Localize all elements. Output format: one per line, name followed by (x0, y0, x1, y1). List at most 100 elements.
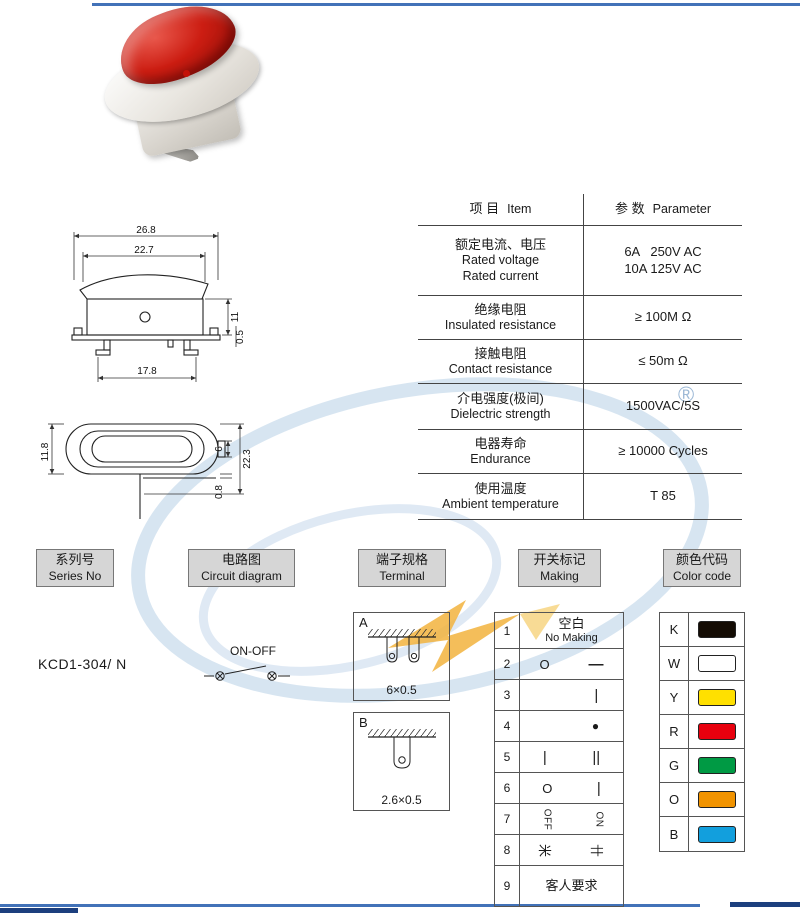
section-title-en: Terminal (379, 568, 425, 583)
making-symbol: O (539, 656, 550, 672)
color-letter: K (660, 613, 689, 646)
spec-item-en: Contact resistance (448, 361, 553, 376)
color-row: B (660, 817, 744, 851)
making-row: 4 ● (495, 711, 623, 742)
spec-item-cn: 接触电阻 (474, 345, 527, 361)
section-title-cn: 电路图 (221, 552, 261, 568)
spec-row: 介电强度(极间) Dielectric strength 1500VAC/5S (418, 384, 742, 430)
spec-header-item-en: Item (507, 201, 532, 216)
section-header-color-code: 颜色代码 Color code (663, 549, 741, 587)
color-code-table: K W Y R G O B (659, 612, 745, 852)
terminal-b-drawing (367, 729, 436, 769)
section-title-cn: 系列号 (55, 552, 95, 568)
making-text-cn: 客人要求 (545, 878, 598, 894)
making-row: 1 空白 No Making (495, 613, 623, 649)
making-symbol: | (594, 686, 599, 704)
color-letter: Y (660, 681, 689, 714)
section-header-series: 系列号 Series No (36, 549, 114, 587)
color-row: Y (660, 681, 744, 715)
making-row: 8 米 卄 (495, 835, 623, 866)
terminal-b-label: B (359, 715, 368, 730)
making-symbol: 卄 (588, 843, 604, 857)
color-letter: O (660, 783, 689, 816)
color-letter: G (660, 749, 689, 782)
dim-label: 17.8 (137, 366, 157, 377)
terminal-a-drawing (367, 629, 436, 663)
spec-item-en: Rated voltage (461, 253, 540, 267)
dim-label: 22.3 (242, 449, 253, 469)
dim-label: 6 (214, 446, 225, 452)
making-row-number: 7 (495, 804, 520, 834)
making-row: 7 OFF ON (495, 804, 623, 835)
bottom-right-accent (730, 902, 800, 907)
making-row-number: 5 (495, 742, 520, 772)
section-header-making: 开关标记 Making (518, 549, 601, 587)
color-row: K (660, 613, 744, 647)
making-row: 5 | || (495, 742, 623, 773)
section-title-cn: 颜色代码 (675, 552, 728, 568)
making-row-number: 9 (495, 866, 520, 906)
indicator-dot (183, 70, 190, 77)
spec-header-row: 项 目 Item 参 数 Parameter (418, 194, 742, 226)
spec-param: 1500VAC/5S (625, 398, 701, 414)
spec-param: ≤ 50m Ω (638, 353, 688, 369)
bottom-left-accent (0, 908, 78, 913)
making-symbol: | (542, 748, 547, 766)
making-row-number: 8 (495, 835, 520, 865)
spec-item-cn: 电器寿命 (474, 435, 527, 451)
color-row: O (660, 783, 744, 817)
making-table: 1 空白 No Making 2 O — 3 | 4 ● (494, 612, 624, 907)
color-letter: W (660, 647, 689, 680)
color-swatch (697, 689, 736, 706)
spec-header-param-cn: 参 数 (615, 201, 645, 217)
series-number: KCD1-304/ N (38, 656, 127, 672)
spec-item-cn: 绝缘电阻 (474, 301, 527, 317)
spec-item-en: Insulated resistance (444, 317, 557, 332)
section-title-cn: 开关标记 (533, 552, 586, 568)
front-view-drawing: 26.8 22.7 11 0.5 17.8 (71, 226, 245, 382)
top-view-drawing: 11.8 6 22.3 0.8 (40, 423, 253, 519)
terminal-b-size: 2.6×0.5 (381, 793, 422, 807)
section-title-cn: 端子规格 (375, 552, 428, 568)
color-row: G (660, 749, 744, 783)
color-swatch (697, 723, 736, 740)
spec-row: 额定电流、电压 Rated voltage Rated current 6A 2… (418, 226, 742, 296)
terminal-a-box: A 6×0.5 (353, 612, 450, 701)
making-row-number: 2 (495, 649, 520, 679)
making-symbol-off: OFF (541, 808, 553, 830)
making-row: 2 O — (495, 649, 623, 680)
color-swatch (697, 791, 736, 808)
spec-param: ≥ 10000 Cycles (618, 443, 708, 459)
circuit-label: ON-OFF (230, 644, 276, 658)
making-text-cn: 空白 (558, 616, 585, 632)
terminal-a-size: 6×0.5 (386, 683, 417, 697)
dim-label: 11.8 (40, 442, 51, 461)
product-photo (95, 0, 275, 173)
terminal-a-label: A (359, 615, 368, 630)
spec-table: 项 目 Item 参 数 Parameter 额定电流、电压 Rated vol… (418, 194, 742, 520)
making-symbol: || (592, 748, 601, 766)
spec-row: 电器寿命 Endurance ≥ 10000 Cycles (418, 430, 742, 474)
making-row-number: 4 (495, 711, 520, 741)
making-text-en: No Making (545, 631, 598, 644)
making-symbol: — (588, 655, 604, 673)
spec-item-en: Endurance (470, 451, 531, 466)
section-title-en: Color code (672, 568, 732, 583)
spec-item-en: Rated current (462, 268, 539, 283)
spec-item-cn: 使用温度 (474, 480, 527, 496)
color-swatch (697, 621, 736, 638)
making-row: 6 O | (495, 773, 623, 804)
dim-label: 22.7 (134, 245, 154, 256)
spec-item-en: Ambient temperature (442, 496, 559, 511)
section-header-terminal: 端子规格 Terminal (358, 549, 446, 587)
spec-param: 6A 250V AC (624, 243, 702, 259)
color-swatch (697, 757, 736, 774)
making-symbol: 米 (537, 843, 553, 857)
dim-label: 0.8 (214, 485, 225, 499)
making-symbol-on: ON (593, 811, 605, 827)
section-title-en: Series No (48, 568, 102, 583)
section-title-en: Making (540, 568, 579, 583)
making-symbol: O (542, 780, 553, 796)
color-swatch (697, 825, 736, 843)
